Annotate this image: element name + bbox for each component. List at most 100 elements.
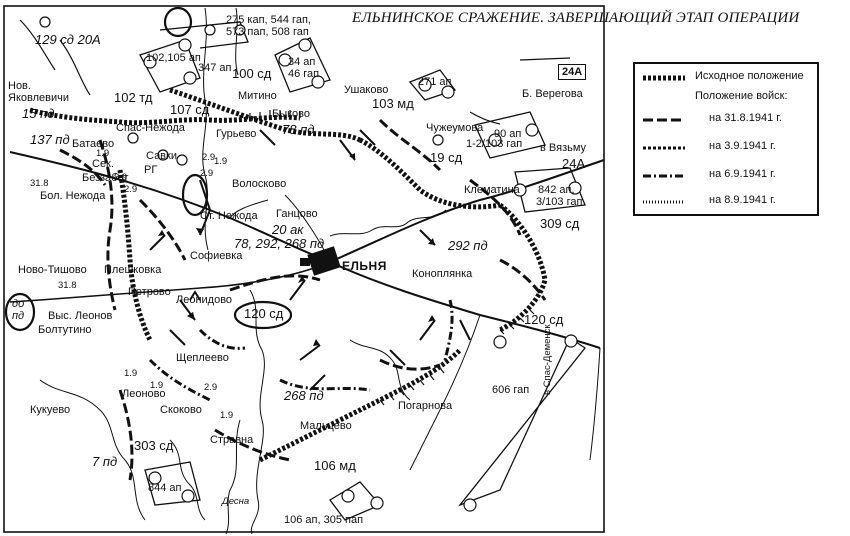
unit-label: 20 ак <box>272 222 304 237</box>
unit-ovals <box>4 6 293 332</box>
artillery-markers <box>39 16 582 512</box>
artillery-label: 1-2/103 гап <box>466 138 523 150</box>
map-frame <box>3 5 605 533</box>
place-label: Скоково <box>160 404 202 416</box>
place-label: Щеплеево <box>176 352 229 364</box>
unit-label: 137 пд <box>30 132 70 147</box>
artillery-label: 347 ап <box>198 62 232 74</box>
artillery-label: 3/103 гап <box>536 196 583 208</box>
unit-label: 120 сд <box>524 312 564 327</box>
unit-label: 102 тд <box>114 90 153 105</box>
place-label: Мальцево <box>300 420 352 432</box>
place-label: Петрово <box>128 286 171 298</box>
unit-label: 129 сд 20А <box>35 32 101 47</box>
unit-label: 309 сд <box>540 216 580 231</box>
position-ticks <box>239 110 535 406</box>
place-label: Софиевка <box>190 250 243 262</box>
unit-label: 107 сд <box>170 102 210 117</box>
place-label: Ново-Тишово <box>18 264 87 276</box>
legend-date-1: на 31.8.1941 г. <box>709 112 782 124</box>
legend-date-2: на 3.9.1941 г. <box>709 140 776 152</box>
place-label: Митино <box>238 90 277 102</box>
unit-label: 120 сд <box>244 306 284 321</box>
artillery-label: 844 ап <box>148 482 182 494</box>
date-mark: 1.9 <box>124 368 138 379</box>
artillery-label: 46 гап <box>288 68 320 80</box>
initial-position-lines <box>29 87 548 463</box>
artillery-label: 573 пап, 508 гап <box>226 26 309 38</box>
legend-date-4: на 8.9.1941 г. <box>709 194 776 206</box>
place-label: Болтутино <box>38 324 92 336</box>
unit-label: 19 сд <box>430 150 463 165</box>
place-label: Сек. <box>92 158 114 170</box>
artillery-label: 271 ап <box>418 76 452 88</box>
place-label: Клематина <box>464 184 520 196</box>
unit-label: пд <box>12 310 25 322</box>
place-label: Б. Верегова <box>522 88 583 100</box>
legend: Исходное положение Положение войск: на 3… <box>633 62 819 216</box>
unit-label: 268 пд <box>284 388 324 403</box>
place-label: Погарнова <box>398 400 453 412</box>
place-label: Волосково <box>232 178 287 190</box>
unit-label: 103 мд <box>372 96 414 111</box>
artillery-label: 606 гап <box>492 384 530 396</box>
unit-label: 7 пд <box>92 454 118 469</box>
place-label: Ст. Нежода <box>200 210 258 222</box>
arrow-heads <box>158 153 435 346</box>
place-label: Плешковка <box>104 264 162 276</box>
place-label: Леонидово <box>176 294 233 306</box>
place-label: Гурьево <box>216 128 257 140</box>
artillery-label: 90 ап <box>494 128 522 140</box>
place-label: Нов. <box>8 80 31 92</box>
legend-swatches <box>643 75 685 204</box>
artillery-label: 34 ап <box>288 56 316 68</box>
place-label: Стравна <box>210 434 254 446</box>
legend-initial: Исходное положение <box>695 70 804 82</box>
date-mark: 1.9 <box>214 156 228 167</box>
place-label: Яковлевичи <box>8 92 69 104</box>
place-label: Коноплянка <box>412 268 473 280</box>
place-label: Ушаково <box>344 84 389 96</box>
place-label: Выс. Леонов <box>48 310 113 322</box>
river-label: Десна <box>222 496 250 507</box>
unit-label: 106 мд <box>314 458 356 473</box>
unit-label: 292 пд <box>448 238 488 253</box>
artillery-label: 102,105 ап <box>146 52 201 64</box>
date-mark: 2.9 <box>114 172 128 183</box>
artillery-groups <box>139 21 586 521</box>
place-label: Леоново <box>122 388 166 400</box>
yelnya-town <box>300 246 341 276</box>
date-mark: 2.9 <box>124 184 138 195</box>
date-mark: 1.9 <box>96 148 110 159</box>
unit-label: 15 пд <box>22 106 55 121</box>
front-salients <box>19 19 571 125</box>
troop-position-lines <box>59 118 547 481</box>
artillery-label: 275 кап, 544 гап, <box>226 14 311 26</box>
direction-label: в Спас-Деменск <box>542 324 553 395</box>
city-label: ЕЛЬНЯ <box>342 259 387 273</box>
place-label: Беззабот <box>82 172 129 184</box>
date-mark: 1.9 <box>220 410 234 421</box>
date-mark: 31.8 <box>58 280 77 291</box>
date-mark: 2.9 <box>202 152 216 163</box>
place-label: Быково <box>272 108 311 120</box>
army-label: 24А <box>562 156 586 171</box>
unit-label: 78 пд <box>282 122 315 137</box>
date-mark: 31.8 <box>30 178 49 189</box>
unit-label: 303 сд <box>134 438 174 453</box>
direction-label: в Вязьму <box>540 142 587 154</box>
place-label: Бол. Нежода <box>40 190 106 202</box>
map-title: ЕЛЬНИНСКОЕ СРАЖЕНИЕ. ЗАВЕРШАЮЩИЙ ЭТАП ОП… <box>352 10 800 26</box>
place-label: Батаево <box>72 138 115 150</box>
unit-label: 100 сд <box>232 66 272 81</box>
army-24a-box: 24А <box>558 64 587 80</box>
artillery-label: 106 ап, 305 пап <box>284 514 364 526</box>
place-label: Кукуево <box>30 404 71 416</box>
date-mark: 1.9 <box>150 380 164 391</box>
place-label: Спас-Нежода <box>116 122 185 134</box>
date-mark: 2.9 <box>200 168 214 179</box>
place-label: Савки <box>146 150 177 162</box>
date-mark: 2.9 <box>204 382 218 393</box>
place-label: Чужеумова <box>426 122 484 134</box>
